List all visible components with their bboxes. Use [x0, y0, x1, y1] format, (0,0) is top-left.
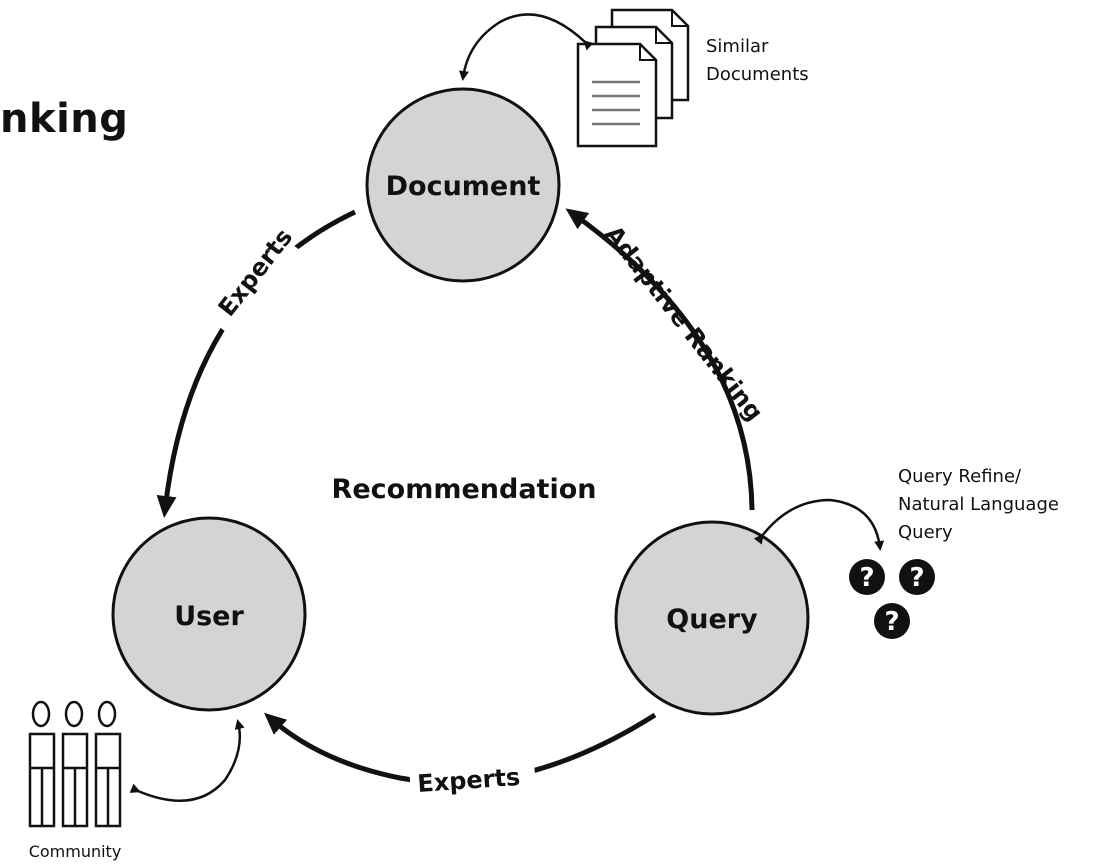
query-node-label: Query — [666, 604, 758, 635]
user-node-label: User — [174, 601, 244, 632]
user-node — [111, 516, 307, 712]
query-refine-label-line1: Query Refine/ — [898, 466, 1022, 487]
svg-text:?: ? — [884, 607, 899, 637]
similar-documents-label-line1: Similar — [706, 36, 769, 57]
community-icon — [28, 700, 122, 828]
center-label: Recommendation — [332, 474, 597, 505]
svg-text:?: ? — [909, 563, 924, 593]
question-marks-icon: ? ? ? — [849, 559, 935, 639]
svg-text:?: ? — [859, 563, 874, 593]
arc-query-to-document — [565, 208, 755, 511]
query-node — [614, 520, 810, 716]
document-node — [365, 87, 561, 283]
community-arrow — [129, 719, 245, 802]
page-heading: nking — [0, 96, 129, 142]
query-refine-label-line2: Natural Language — [898, 494, 1059, 515]
similar-documents-icon — [576, 8, 690, 148]
community-label: Community — [29, 842, 122, 861]
document-node-label: Document — [386, 171, 541, 202]
query-refine-arrow — [753, 498, 885, 551]
similar-documents-arrow — [459, 13, 594, 81]
query-refine-label-line3: Query — [898, 522, 953, 543]
similar-documents-label-line2: Documents — [706, 64, 809, 85]
